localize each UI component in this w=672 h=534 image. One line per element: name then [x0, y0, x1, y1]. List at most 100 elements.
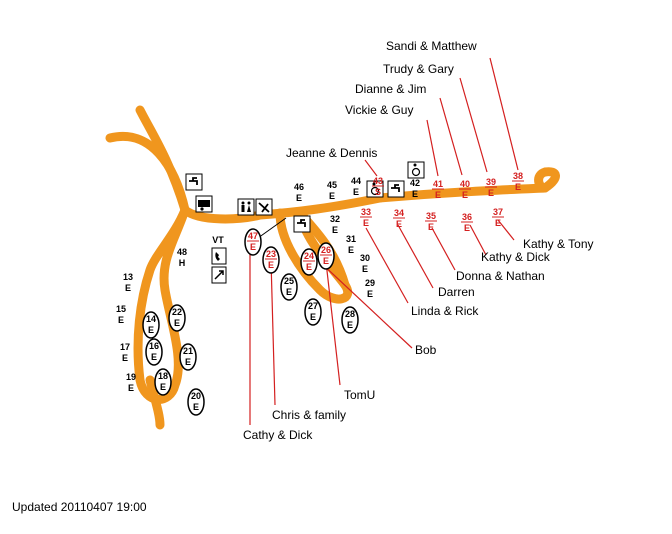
site-41[interactable]: 41E [432, 179, 444, 200]
water-tap-icon[interactable] [293, 215, 311, 233]
site-type: E [329, 191, 335, 201]
site-34[interactable]: 34E [393, 208, 405, 229]
site-number: 40 [460, 179, 470, 189]
site-number: 16 [149, 341, 159, 351]
site-23[interactable]: 23E [265, 249, 277, 270]
site-20[interactable]: 20E [191, 391, 201, 412]
site-13[interactable]: 13E [123, 272, 133, 293]
site-type: E [185, 357, 191, 367]
site-25[interactable]: 25E [284, 276, 294, 297]
site-26[interactable]: 26E [320, 245, 332, 266]
road-loop-east [534, 167, 560, 193]
site-22[interactable]: 22E [172, 307, 182, 328]
restroom-icon[interactable] [237, 198, 255, 216]
site-number: 21 [183, 346, 193, 356]
water-tap-icon[interactable] [387, 180, 405, 198]
occupant-label[interactable]: TomU [344, 388, 375, 402]
site-36[interactable]: 36E [461, 212, 473, 233]
dump-station-icon[interactable] [255, 198, 273, 216]
site-38[interactable]: 38E [512, 171, 524, 192]
site-29[interactable]: 29E [365, 278, 375, 299]
site-number: 43 [373, 176, 383, 186]
site-number: 27 [308, 301, 318, 311]
site-type: E [367, 289, 373, 299]
site-number: 22 [172, 307, 182, 317]
wheelchair-icon[interactable] [366, 180, 384, 198]
site-44[interactable]: 44E [351, 176, 361, 197]
site-type: E [306, 262, 312, 272]
site-33[interactable]: 33E [360, 207, 372, 228]
site-48[interactable]: 48H [177, 247, 187, 268]
site-type: E [250, 242, 256, 252]
site-number: 29 [365, 278, 375, 288]
site-type: E [148, 325, 154, 335]
site-type: E [323, 256, 329, 266]
occupant-label[interactable]: Cathy & Dick [243, 428, 313, 442]
site-number: 48 [177, 247, 187, 257]
site-number: 39 [486, 177, 496, 187]
site-type: E [347, 320, 353, 330]
site-21[interactable]: 21E [183, 346, 193, 367]
occupant-label[interactable]: Trudy & Gary [383, 62, 454, 76]
site-27[interactable]: 27E [308, 301, 318, 322]
site-type: E [193, 402, 199, 412]
site-number: 31 [346, 234, 356, 244]
site-type: E [362, 264, 368, 274]
telephone-icon[interactable] [211, 247, 227, 265]
site-43[interactable]: 43S [372, 176, 384, 197]
site-31[interactable]: 31E [346, 234, 356, 255]
site-46[interactable]: 46E [294, 182, 304, 203]
occupant-label[interactable]: Kathy & Tony [523, 237, 594, 251]
site-type: E [488, 188, 494, 198]
occupant-label[interactable]: Vickie & Guy [345, 103, 413, 117]
site-15[interactable]: 15E [116, 304, 126, 325]
site-35[interactable]: 35E [425, 211, 437, 232]
site-42[interactable]: 42E [410, 178, 420, 199]
road-left-loop [133, 205, 190, 404]
site-16[interactable]: 16E [149, 341, 159, 362]
site-30[interactable]: 30E [360, 253, 370, 274]
site-17[interactable]: 17E [120, 342, 130, 363]
site-24[interactable]: 24E [303, 251, 315, 272]
site-type: E [495, 218, 501, 228]
wheelchair-icon[interactable] [407, 161, 425, 179]
occupant-label[interactable]: Linda & Rick [411, 304, 479, 318]
water-tap-icon[interactable] [185, 173, 203, 191]
site-14[interactable]: 14E [146, 314, 156, 335]
occupant-label[interactable]: Bob [415, 343, 437, 357]
site-type: E [125, 283, 131, 293]
oval-sites [142, 228, 359, 416]
site-VT[interactable]: VT [212, 235, 224, 245]
site-type: E [151, 352, 157, 362]
occupant-label[interactable]: Jeanne & Dennis [286, 146, 377, 160]
site-type: E [412, 189, 418, 199]
site-type: E [353, 187, 359, 197]
trash-icon[interactable] [211, 266, 227, 284]
occupant-label[interactable]: Darren [438, 285, 475, 299]
water-tap-icon-box [185, 173, 203, 191]
site-47[interactable]: 47E [247, 231, 259, 252]
site-type: E [296, 193, 302, 203]
occupant-label[interactable]: Donna & Nathan [456, 269, 545, 283]
site-type: E [286, 287, 292, 297]
site-32[interactable]: 32E [330, 214, 340, 235]
site-28[interactable]: 28E [345, 309, 355, 330]
occupant-label[interactable]: Kathy & Dick [481, 250, 551, 264]
site-45[interactable]: 45E [327, 180, 337, 201]
site-type: E [363, 218, 369, 228]
site-40[interactable]: 40E [459, 179, 471, 200]
occupant-label[interactable]: Dianne & Jim [355, 82, 426, 96]
site-type: E [160, 382, 166, 392]
site-18[interactable]: 18E [158, 371, 168, 392]
site-number: 44 [351, 176, 361, 186]
occupant-label[interactable]: Chris & family [272, 408, 346, 422]
occupant-label[interactable]: Sandi & Matthew [386, 39, 477, 53]
site-37[interactable]: 37E [492, 207, 504, 228]
site-39[interactable]: 39E [485, 177, 497, 198]
site-number: 18 [158, 371, 168, 381]
rv-trailer-icon[interactable] [195, 195, 213, 213]
site-19[interactable]: 19E [126, 372, 136, 393]
site-type: E [332, 225, 338, 235]
site-number: 47 [248, 231, 258, 241]
